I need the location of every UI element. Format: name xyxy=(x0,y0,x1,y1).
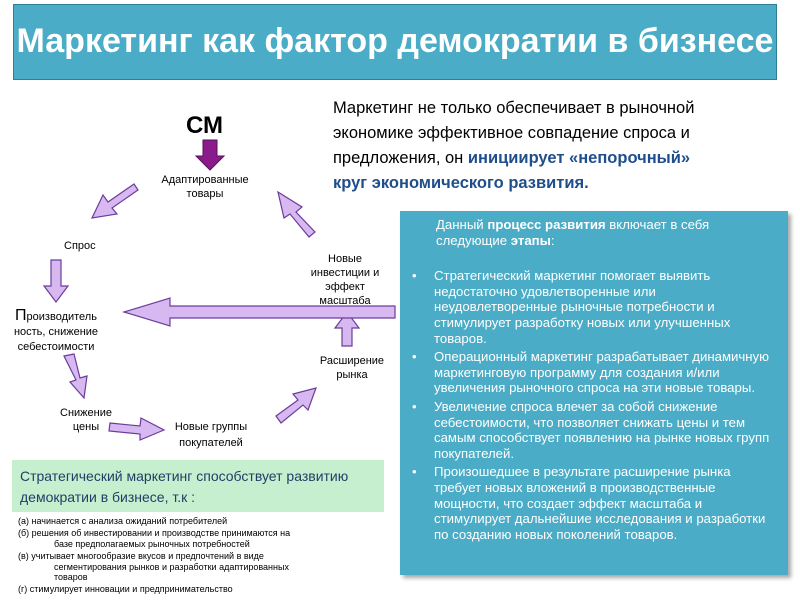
list-item: Операционный маркетинг разрабатывает дин… xyxy=(412,349,778,396)
label-productivity-line2: ность, снижение xyxy=(13,326,99,338)
note-c-line3: товаров xyxy=(54,572,88,583)
label-productivity-cap: П xyxy=(15,307,27,324)
label-adapted-goods: Адаптированные товары xyxy=(150,173,260,201)
arrow-groups-to-market xyxy=(275,387,317,424)
arrow-demand-to-productivity xyxy=(42,259,70,303)
label-price-drop-line1: Снижение xyxy=(60,407,112,419)
label-adapted-goods-line1: Адаптированные xyxy=(161,174,249,186)
label-new-investments-line3: эффект xyxy=(325,281,365,293)
slide-title: Маркетинг как фактор демократии в бизнес… xyxy=(16,22,774,60)
stages-lead-text2: включает в себя следующие xyxy=(436,217,710,248)
arrow-productivity-to-price xyxy=(63,353,88,400)
stages-lead-bold2: этапы xyxy=(510,232,551,248)
note-c-line2: сегментирования рынков и разработки адап… xyxy=(54,561,289,572)
label-market-expansion-line1: Расширение xyxy=(319,355,385,367)
stages-list: Стратегический маркетинг помогает выявит… xyxy=(412,268,778,542)
note-b-line2: базе предполагаемых рыночных потребносте… xyxy=(54,538,250,549)
stages-box: Данный процесс развития включает в себя … xyxy=(400,211,788,575)
stages-lead-text1: Данный xyxy=(436,217,484,232)
label-market-expansion: Расширение рынка xyxy=(312,354,392,382)
note-c-line1: (в) учитывает многообразие вкусов и пред… xyxy=(18,551,264,562)
arrow-price-to-groups xyxy=(108,417,166,441)
label-productivity-rest: роизводитель xyxy=(26,311,97,323)
label-price-drop: Снижение цены xyxy=(56,406,116,434)
note-d-line1: (г) стимулирует инновации и предпринимат… xyxy=(18,584,233,595)
label-new-investments: Новые инвестиции и эффект масштаба xyxy=(300,252,390,308)
label-productivity-line3: себестоимости xyxy=(17,341,95,353)
label-price-drop-line2: цены xyxy=(72,421,100,433)
cycle-center-label: СМ xyxy=(186,112,224,139)
down-arrow-cm xyxy=(194,139,226,171)
note-a: (а) начинается с анализа ожиданий потреб… xyxy=(18,516,388,526)
arrow-investments-to-productivity xyxy=(121,297,396,327)
title-banner: Маркетинг как фактор демократии в бизнес… xyxy=(13,4,777,80)
stages-lead: Данный процесс развития включает в себя … xyxy=(436,217,778,248)
label-productivity: Производитель ность, снижение себестоимо… xyxy=(6,308,106,355)
note-a-line1: (а) начинается с анализа ожиданий потреб… xyxy=(18,516,228,526)
democracy-box: Стратегический маркетинг способствует ра… xyxy=(12,460,384,512)
list-item: Стратегический маркетинг помогает выявит… xyxy=(412,268,778,346)
intro-text: Маркетинг не только обеспечивает в рыноч… xyxy=(333,99,695,167)
label-demand: Спрос xyxy=(64,240,96,252)
stages-lead-end: : xyxy=(550,232,555,248)
label-new-groups: Новые группы покупателей xyxy=(166,419,256,451)
note-c: (в) учитывает многообразие вкусов и пред… xyxy=(18,551,388,582)
label-new-investments-line2: инвестиции и xyxy=(310,267,380,279)
label-market-expansion-line2: рынка xyxy=(336,369,368,381)
arrow-investments-to-goods xyxy=(277,190,316,238)
list-item: Увеличение спроса влечет за собой снижен… xyxy=(412,399,778,461)
arrow-goods-to-demand xyxy=(90,183,139,219)
label-new-investments-line1: Новые xyxy=(328,253,362,265)
note-d: (г) стимулирует инновации и предпринимат… xyxy=(18,584,388,594)
label-adapted-goods-line2: товары xyxy=(186,188,224,200)
intro-emphasis: инициирует «непорочный» круг экономическ… xyxy=(333,149,691,192)
label-new-groups-line2: покупателей xyxy=(179,437,243,449)
note-b-line1: (б) решения об инвестировании и производ… xyxy=(18,528,291,539)
notes-list: (а) начинается с анализа ожиданий потреб… xyxy=(18,516,388,597)
arrow-market-to-investments xyxy=(333,311,361,347)
label-new-groups-line1: Новые группы xyxy=(174,421,248,433)
label-productivity-line1: Производитель xyxy=(6,308,106,325)
intro-paragraph: Маркетинг не только обеспечивает в рыноч… xyxy=(333,96,703,196)
label-new-investments-line4: масштаба xyxy=(319,295,371,307)
list-item: Произошедшее в результате расширение рын… xyxy=(412,464,778,542)
stages-lead-bold1: процесс развития xyxy=(487,217,606,232)
note-b: (б) решения об инвестировании и производ… xyxy=(18,528,388,549)
